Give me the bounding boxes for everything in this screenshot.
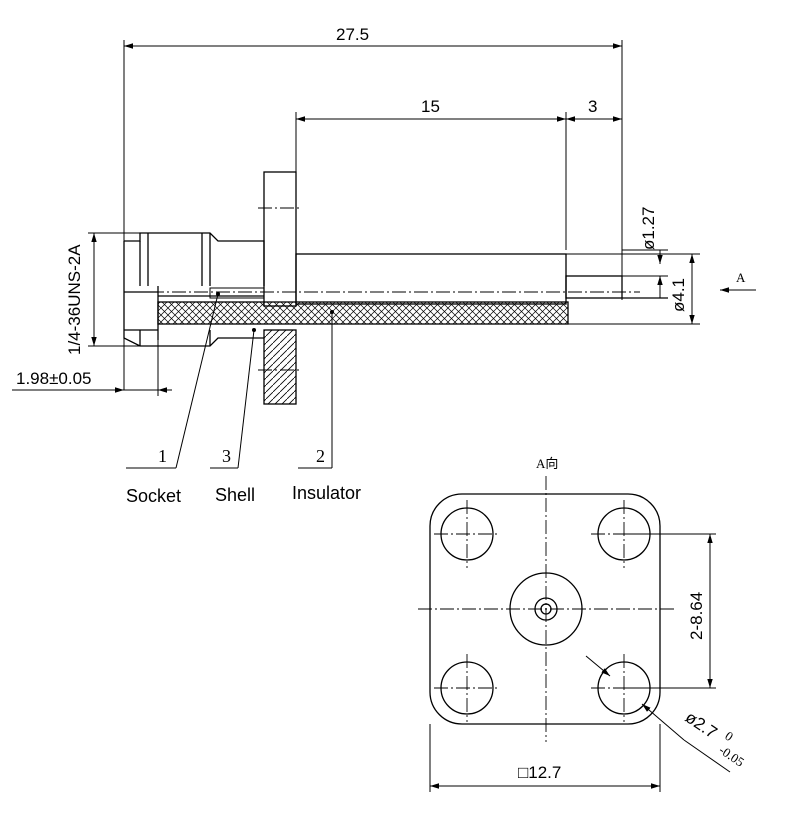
- hole-spacing-dimension: 2-8.64: [624, 533, 716, 689]
- coupling-nut: [123, 232, 265, 347]
- end-view-a: A向 2-8.64: [418, 456, 747, 792]
- callout-name-shell: Shell: [215, 485, 255, 505]
- callout-number-socket: 1: [158, 446, 167, 466]
- thread-dimension: 1/4-36UNS-2A: [65, 232, 140, 355]
- mounting-holes: [434, 500, 657, 722]
- dielectric-circle: [509, 572, 583, 646]
- body-cylinder: [295, 253, 567, 305]
- side-view: 27.5 15 3: [12, 25, 756, 506]
- hole-spacing-label: 2-8.64: [687, 592, 706, 640]
- hole-diameter-leader: ø2.7 0 -0.05: [585, 655, 747, 773]
- pin-length-label: 3: [588, 97, 597, 116]
- hole-diameter-label: ø2.7: [682, 708, 721, 743]
- flange-width-dimension: □12.7: [429, 724, 661, 792]
- flange-width-label: □12.7: [518, 763, 561, 782]
- offset-dimension: 1.98±0.05: [12, 340, 172, 396]
- pin-diameter-label: ø1.27: [639, 207, 658, 250]
- overall-length-dimension: 27.5: [123, 25, 623, 390]
- body-length-dimension: 15 3: [295, 97, 622, 250]
- end-view-title: A向: [536, 456, 558, 471]
- center-pin-inner: [540, 603, 552, 615]
- callout-leaders: [126, 292, 334, 469]
- view-arrow-a: A: [720, 270, 756, 293]
- callout-name-insulator: Insulator: [292, 483, 361, 503]
- bore-diameter-label: ø4.1: [669, 278, 688, 312]
- thread-label: 1/4-36UNS-2A: [65, 244, 84, 355]
- callout-number-insulator: 2: [316, 446, 325, 466]
- callout-number-shell: 3: [222, 446, 231, 466]
- insulator-section: [157, 301, 569, 325]
- callout-name-socket: Socket: [126, 486, 181, 506]
- center-pin-outer: [534, 597, 558, 621]
- flange-lower: [263, 329, 297, 405]
- overall-length-label: 27.5: [336, 25, 369, 44]
- view-arrow-label: A: [736, 270, 746, 285]
- flange-upper: [263, 171, 297, 307]
- diameter-dimensions: ø1.27 ø4.1: [566, 207, 700, 325]
- contact-pin: [565, 275, 623, 299]
- offset-label: 1.98±0.05: [16, 369, 92, 388]
- body-length-label: 15: [421, 97, 440, 116]
